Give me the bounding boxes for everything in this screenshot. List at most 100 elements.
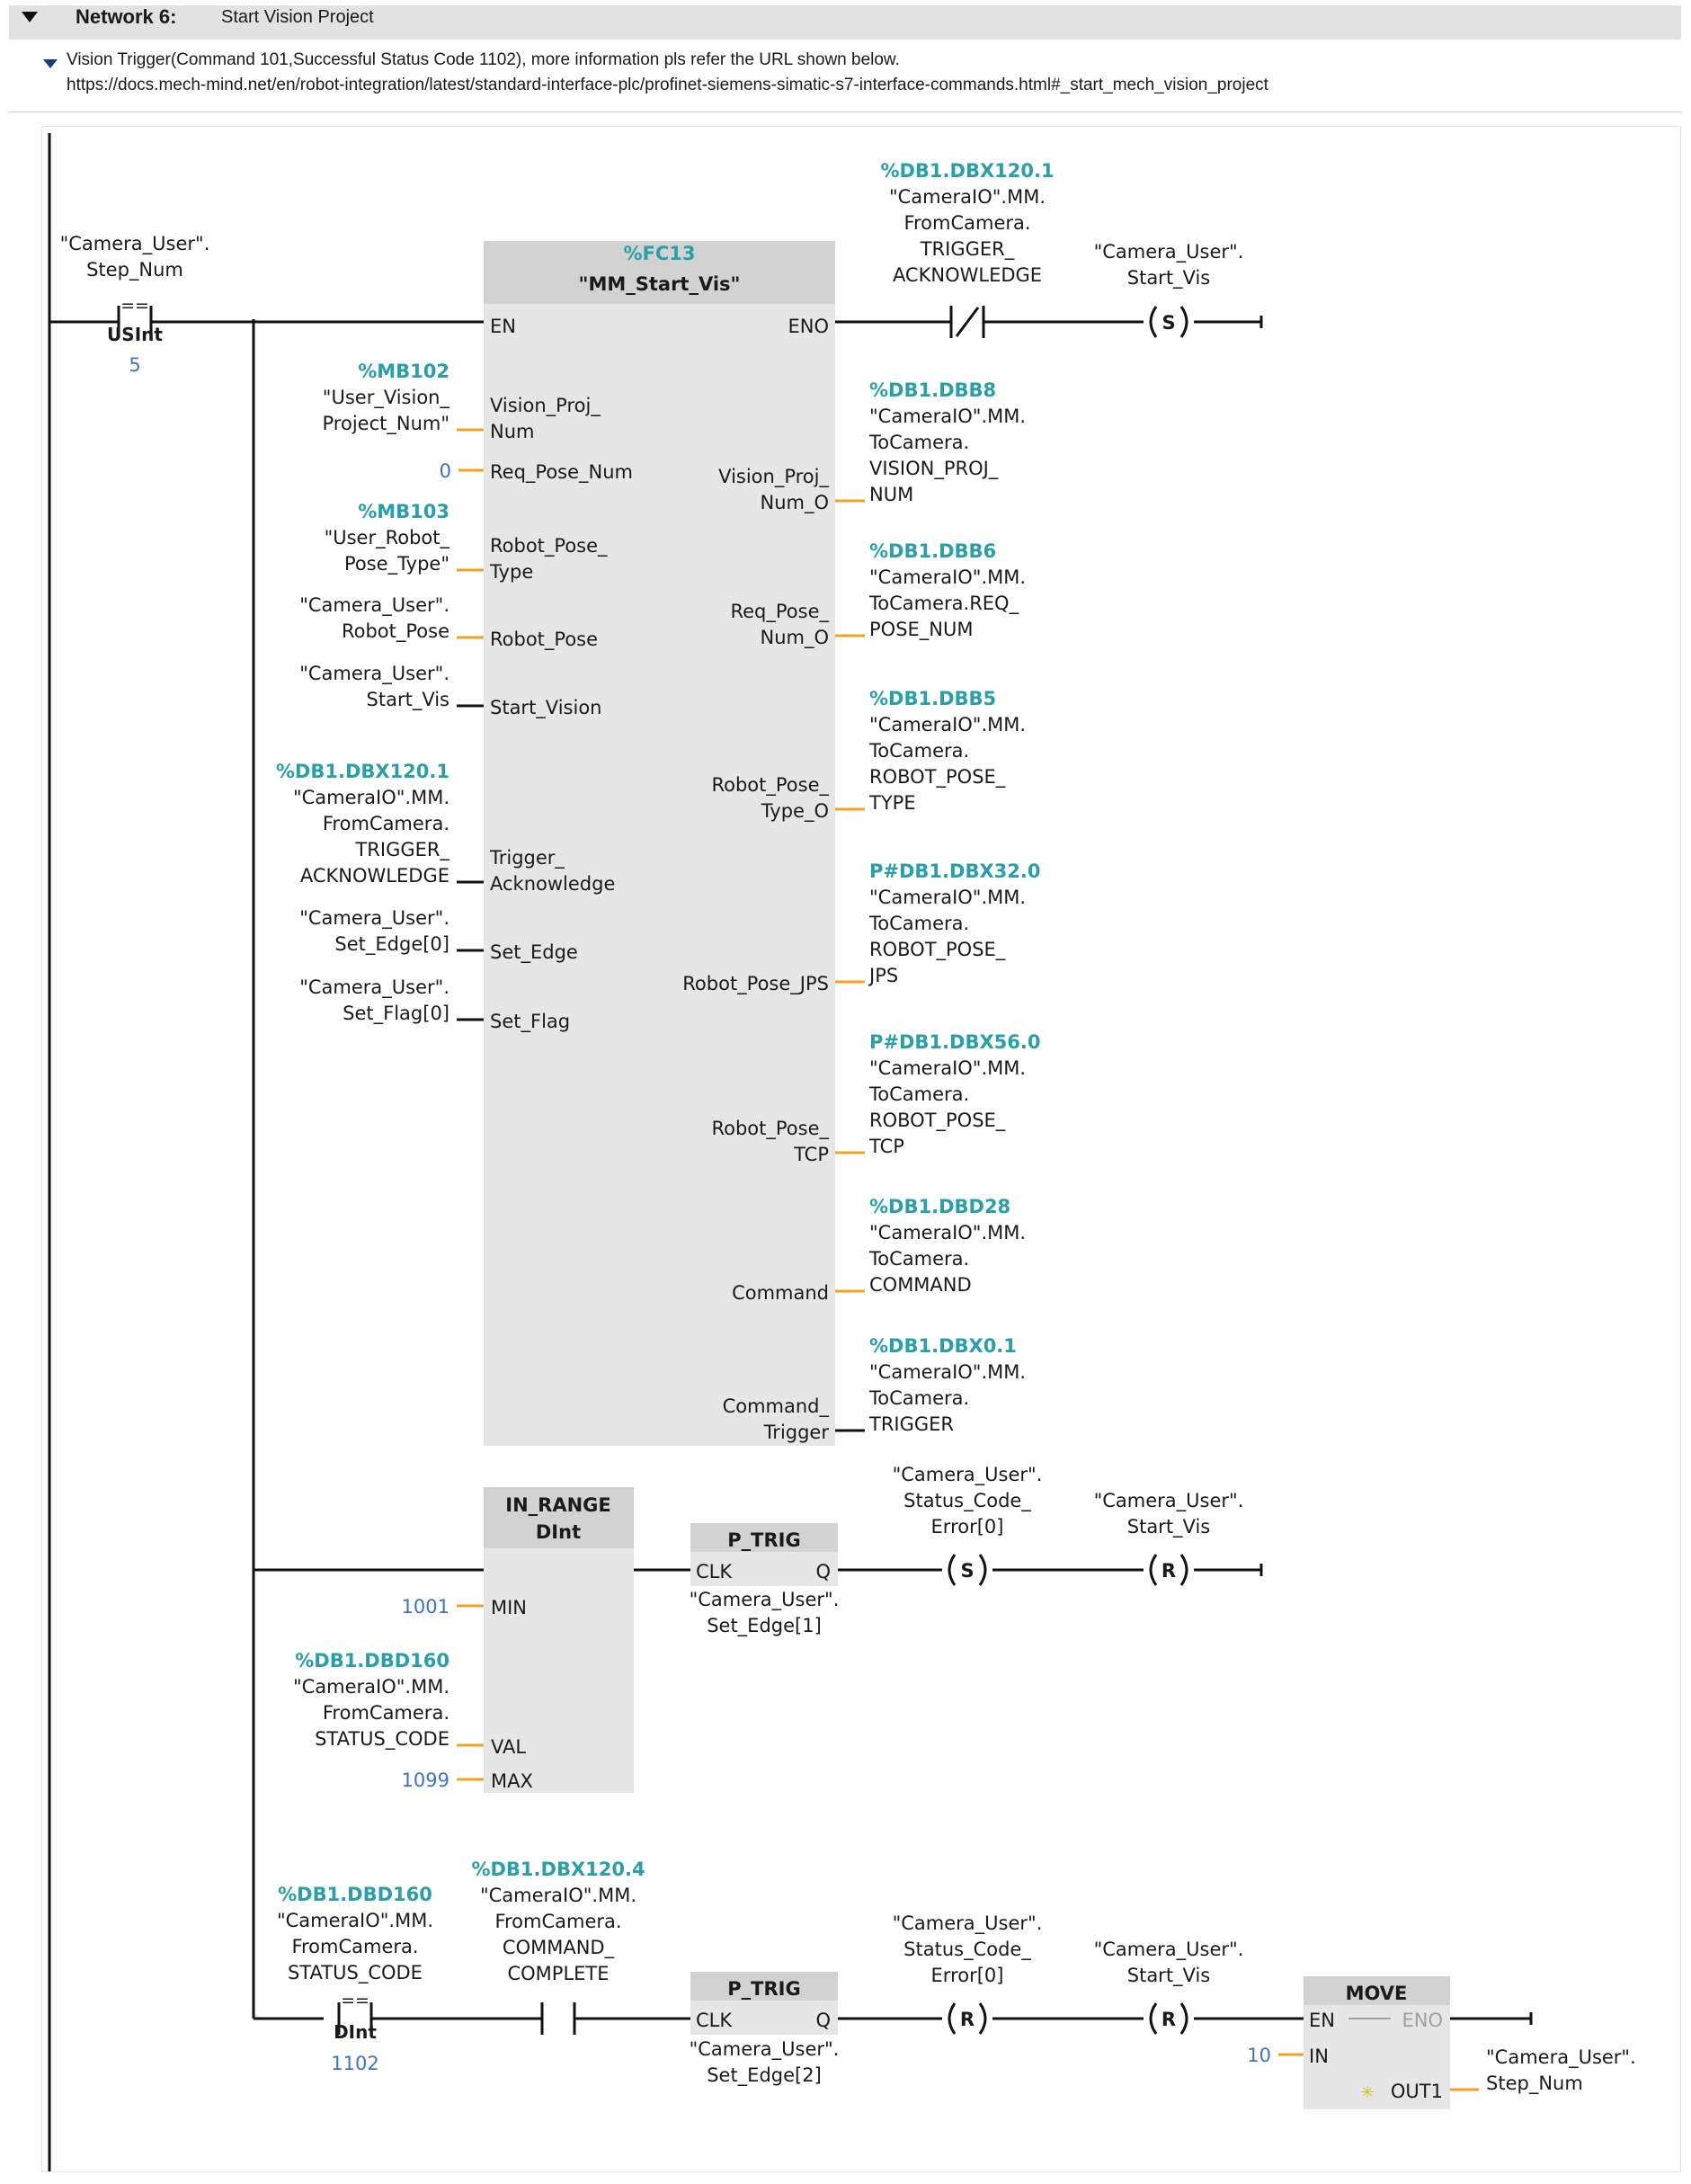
- trigger-ack-contact-tag[interactable]: "CameraIO".MM.: [889, 186, 1046, 208]
- fc13-input-address[interactable]: %MB102: [358, 361, 449, 382]
- compare-operand[interactable]: "Camera_User".: [60, 233, 210, 255]
- fc13-output-tag[interactable]: ToCamera.: [868, 913, 969, 934]
- fc13-output-tag[interactable]: ROBOT_POSE_: [869, 766, 1006, 789]
- fc13-block[interactable]: [484, 241, 835, 1446]
- fc13-input-tag[interactable]: "CameraIO".MM.: [293, 787, 449, 808]
- p-trig-1-tag[interactable]: "Camera_User".: [690, 1589, 840, 1611]
- p-trig-1-title[interactable]: P_TRIG: [727, 1529, 800, 1551]
- fc13-input-tag[interactable]: Set_Flag[0]: [343, 1003, 449, 1025]
- in-range-title[interactable]: IN_RANGE: [505, 1494, 610, 1516]
- start-vis-reset-coil-1-tag[interactable]: Start_Vis: [1127, 1516, 1210, 1538]
- fc13-output-tag[interactable]: "CameraIO".MM.: [869, 1361, 1026, 1383]
- fc13-input-tag[interactable]: "Camera_User".: [299, 907, 449, 930]
- fc13-input-tag[interactable]: TRIGGER_: [354, 839, 449, 861]
- network-comment[interactable]: Vision Trigger(Command 101,Successful St…: [67, 50, 900, 69]
- compare-dint-operand-tag[interactable]: FromCamera.: [291, 1936, 418, 1957]
- fc13-output-tag[interactable]: ToCamera.: [868, 1083, 969, 1105]
- fc13-output-tag[interactable]: TCP: [868, 1136, 904, 1157]
- trigger-ack-contact-tag[interactable]: ACKNOWLEDGE: [893, 264, 1042, 286]
- fc13-output-tag[interactable]: "CameraIO".MM.: [869, 1057, 1026, 1079]
- collapse-triangle-icon[interactable]: [22, 12, 38, 22]
- in-range-max-value[interactable]: 1099: [402, 1769, 449, 1791]
- fc13-output-tag[interactable]: ToCamera.: [868, 1387, 969, 1409]
- fc13-output-tag[interactable]: "CameraIO".MM.: [869, 566, 1026, 588]
- fc13-input-tag[interactable]: "Camera_User".: [299, 663, 449, 685]
- compare-dint-operand-address[interactable]: %DB1.DBD160: [278, 1884, 432, 1905]
- in-range-val-address[interactable]: %DB1.DBD160: [295, 1650, 449, 1671]
- fc13-output-address[interactable]: %DB1.DBD28: [869, 1196, 1010, 1217]
- fc13-input-tag[interactable]: Pose_Type": [344, 553, 449, 575]
- start-vis-set-coil-tag[interactable]: "Camera_User".: [1094, 241, 1244, 263]
- in-range-val-tag[interactable]: STATUS_CODE: [315, 1728, 449, 1751]
- fc13-output-tag[interactable]: ToCamera.: [868, 1248, 969, 1270]
- compare-dint-operand-tag[interactable]: "CameraIO".MM.: [277, 1910, 433, 1931]
- fc13-output-tag[interactable]: VISION_PROJ_: [869, 458, 999, 480]
- command-complete-contact-tag[interactable]: "CameraIO".MM.: [480, 1885, 636, 1906]
- in-range-val-tag[interactable]: FromCamera.: [323, 1702, 449, 1724]
- fc13-input-tag[interactable]: "Camera_User".: [299, 976, 449, 999]
- fc13-input-tag[interactable]: FromCamera.: [323, 813, 449, 834]
- fc13-input-tag[interactable]: ACKNOWLEDGE: [300, 865, 449, 887]
- compare-value[interactable]: 5: [129, 354, 140, 376]
- move-out-tag[interactable]: "Camera_User".: [1486, 2046, 1636, 2069]
- fc13-input-tag[interactable]: Set_Edge[0]: [334, 933, 449, 956]
- fc13-input-address[interactable]: %MB103: [358, 501, 449, 522]
- command-complete-contact-tag[interactable]: COMMAND_: [503, 1937, 615, 1959]
- compare-dint-operand-tag[interactable]: STATUS_CODE: [288, 1962, 423, 1984]
- fc13-output-address[interactable]: P#DB1.DBX56.0: [869, 1031, 1040, 1053]
- compare-dint-value[interactable]: 1102: [331, 2053, 378, 2074]
- fc13-input-tag[interactable]: Start_Vis: [367, 689, 449, 711]
- p-trig-2-tag[interactable]: "Camera_User".: [690, 2038, 840, 2061]
- fc13-input-tag[interactable]: "Camera_User".: [299, 594, 449, 617]
- fc13-output-tag[interactable]: TYPE: [868, 792, 916, 814]
- fc13-output-tag[interactable]: NUM: [869, 484, 913, 505]
- command-complete-contact-address[interactable]: %DB1.DBX120.4: [471, 1859, 645, 1880]
- trigger-ack-contact-tag[interactable]: TRIGGER_: [920, 238, 1015, 261]
- fc13-input-tag[interactable]: Robot_Pose: [342, 620, 449, 643]
- fc13-output-tag[interactable]: JPS: [868, 965, 898, 986]
- trigger-ack-contact-address[interactable]: %DB1.DBX120.1: [880, 160, 1054, 182]
- fc13-output-tag[interactable]: POSE_NUM: [869, 619, 974, 641]
- fc13-output-tag[interactable]: ToCamera.: [868, 740, 969, 762]
- p-trig-2-tag[interactable]: Set_Edge[2]: [707, 2064, 822, 2087]
- start-vis-reset-coil-2-tag[interactable]: Start_Vis: [1127, 1965, 1210, 1987]
- fc13-input-tag[interactable]: "User_Robot_: [325, 527, 450, 549]
- status-error-reset-coil-tag[interactable]: Status_Code_: [903, 1939, 1031, 1961]
- p-trig-2-title[interactable]: P_TRIG: [727, 1978, 800, 2000]
- status-error-set-coil-tag[interactable]: Status_Code_: [903, 1490, 1031, 1512]
- fc13-output-tag[interactable]: COMMAND: [869, 1274, 972, 1296]
- fc13-input-address[interactable]: %DB1.DBX120.1: [276, 761, 449, 782]
- p-trig-1-tag[interactable]: Set_Edge[1]: [707, 1615, 822, 1637]
- status-error-set-coil-tag[interactable]: Error[0]: [931, 1516, 1004, 1538]
- trigger-ack-contact-tag[interactable]: FromCamera.: [903, 212, 1030, 234]
- fc13-output-tag[interactable]: "CameraIO".MM.: [869, 406, 1026, 427]
- network-name[interactable]: Start Vision Project: [221, 7, 374, 27]
- network-header[interactable]: [9, 5, 1681, 40]
- start-vis-set-coil-tag[interactable]: Start_Vis: [1127, 267, 1210, 290]
- in-range-min-value[interactable]: 1001: [402, 1596, 449, 1618]
- fc13-input-tag[interactable]: "User_Vision_: [323, 387, 450, 409]
- fc13-input-tag[interactable]: Project_Num": [323, 413, 449, 435]
- status-error-reset-coil-tag[interactable]: "Camera_User".: [893, 1912, 1043, 1935]
- move-out-tag[interactable]: Step_Num: [1486, 2073, 1583, 2095]
- fc13-input-constant[interactable]: 0: [440, 460, 451, 482]
- command-complete-contact-tag[interactable]: FromCamera.: [494, 1911, 621, 1932]
- start-vis-reset-coil-2-tag[interactable]: "Camera_User".: [1094, 1939, 1244, 1961]
- fc13-output-tag[interactable]: "CameraIO".MM.: [869, 1222, 1026, 1244]
- network-comment-url[interactable]: https://docs.mech-mind.net/en/robot-inte…: [67, 76, 1268, 94]
- fc13-output-tag[interactable]: "CameraIO".MM.: [869, 887, 1026, 908]
- command-complete-contact-tag[interactable]: COMPLETE: [507, 1963, 609, 1984]
- fc13-name[interactable]: "MM_Start_Vis": [579, 273, 741, 295]
- fc13-output-tag[interactable]: ROBOT_POSE_: [869, 939, 1006, 961]
- fc13-output-address[interactable]: %DB1.DBX0.1: [869, 1335, 1017, 1357]
- compare-operand[interactable]: Step_Num: [86, 259, 183, 281]
- status-error-set-coil-tag[interactable]: "Camera_User".: [893, 1464, 1043, 1486]
- status-error-reset-coil-tag[interactable]: Error[0]: [931, 1965, 1004, 1986]
- in-range-val-tag[interactable]: "CameraIO".MM.: [293, 1676, 449, 1698]
- add-output-star-icon[interactable]: ✳: [1360, 2083, 1374, 2102]
- fc13-output-tag[interactable]: ROBOT_POSE_: [869, 1110, 1006, 1132]
- fc13-output-tag[interactable]: TRIGGER: [868, 1413, 954, 1435]
- fc13-output-tag[interactable]: ToCamera.REQ_: [868, 593, 1019, 615]
- fc13-output-address[interactable]: P#DB1.DBX32.0: [869, 860, 1040, 882]
- start-vis-reset-coil-1-tag[interactable]: "Camera_User".: [1094, 1490, 1244, 1512]
